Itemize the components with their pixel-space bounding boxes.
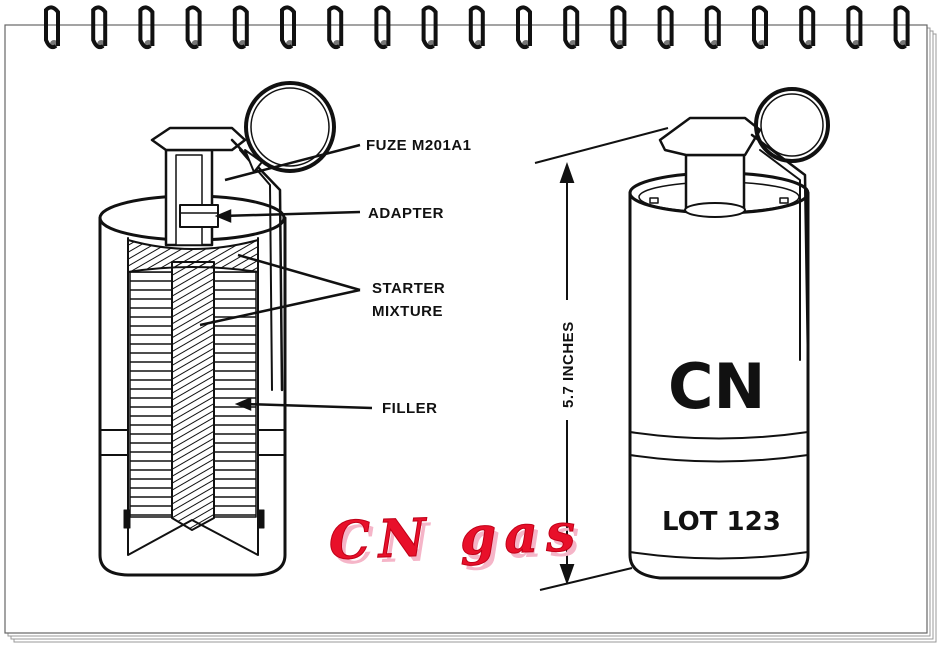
spiral-coil xyxy=(44,5,60,50)
starter-label-line1: STARTER xyxy=(372,280,445,297)
adapter-label: ADAPTER xyxy=(368,205,444,222)
spiral-coil xyxy=(799,5,816,50)
lot-marking: LOT 123 xyxy=(662,507,781,537)
spiral-coil xyxy=(91,5,108,50)
spiral-coil xyxy=(752,5,768,50)
spiral-coil xyxy=(232,5,249,50)
spiral-coil xyxy=(421,5,438,50)
spiral-coil xyxy=(893,5,910,50)
spiral-coil xyxy=(138,5,155,50)
cutaway-grenade xyxy=(98,81,336,577)
caption-shadow: CN gas xyxy=(332,507,588,577)
spiral-coil xyxy=(185,5,202,50)
spiral-coil xyxy=(846,5,863,50)
spiral-coil xyxy=(563,5,580,50)
pull-ring-icon xyxy=(244,81,336,173)
spiral-coil xyxy=(516,5,532,50)
exterior-grenade xyxy=(628,87,830,580)
spiral-coil xyxy=(468,5,485,50)
fuze-label: FUZE M201A1 xyxy=(366,137,472,154)
spiral-coil xyxy=(704,5,721,50)
starter-label-line2: MIXTURE xyxy=(372,303,443,320)
spiral-binding-icon xyxy=(44,5,910,50)
canister-marking: CN xyxy=(668,350,765,423)
spiral-coil xyxy=(280,5,296,50)
spiral-coil xyxy=(374,5,391,50)
leader-lines xyxy=(199,143,373,411)
spiral-coil xyxy=(657,5,674,50)
caption-text: CN gas xyxy=(328,502,584,572)
spiral-coil xyxy=(327,5,344,50)
dimension-line xyxy=(534,127,669,591)
height-dimension-label: 5.7 INCHES xyxy=(560,321,577,408)
filler-label: FILLER xyxy=(382,400,438,417)
spiral-coil xyxy=(610,5,627,50)
